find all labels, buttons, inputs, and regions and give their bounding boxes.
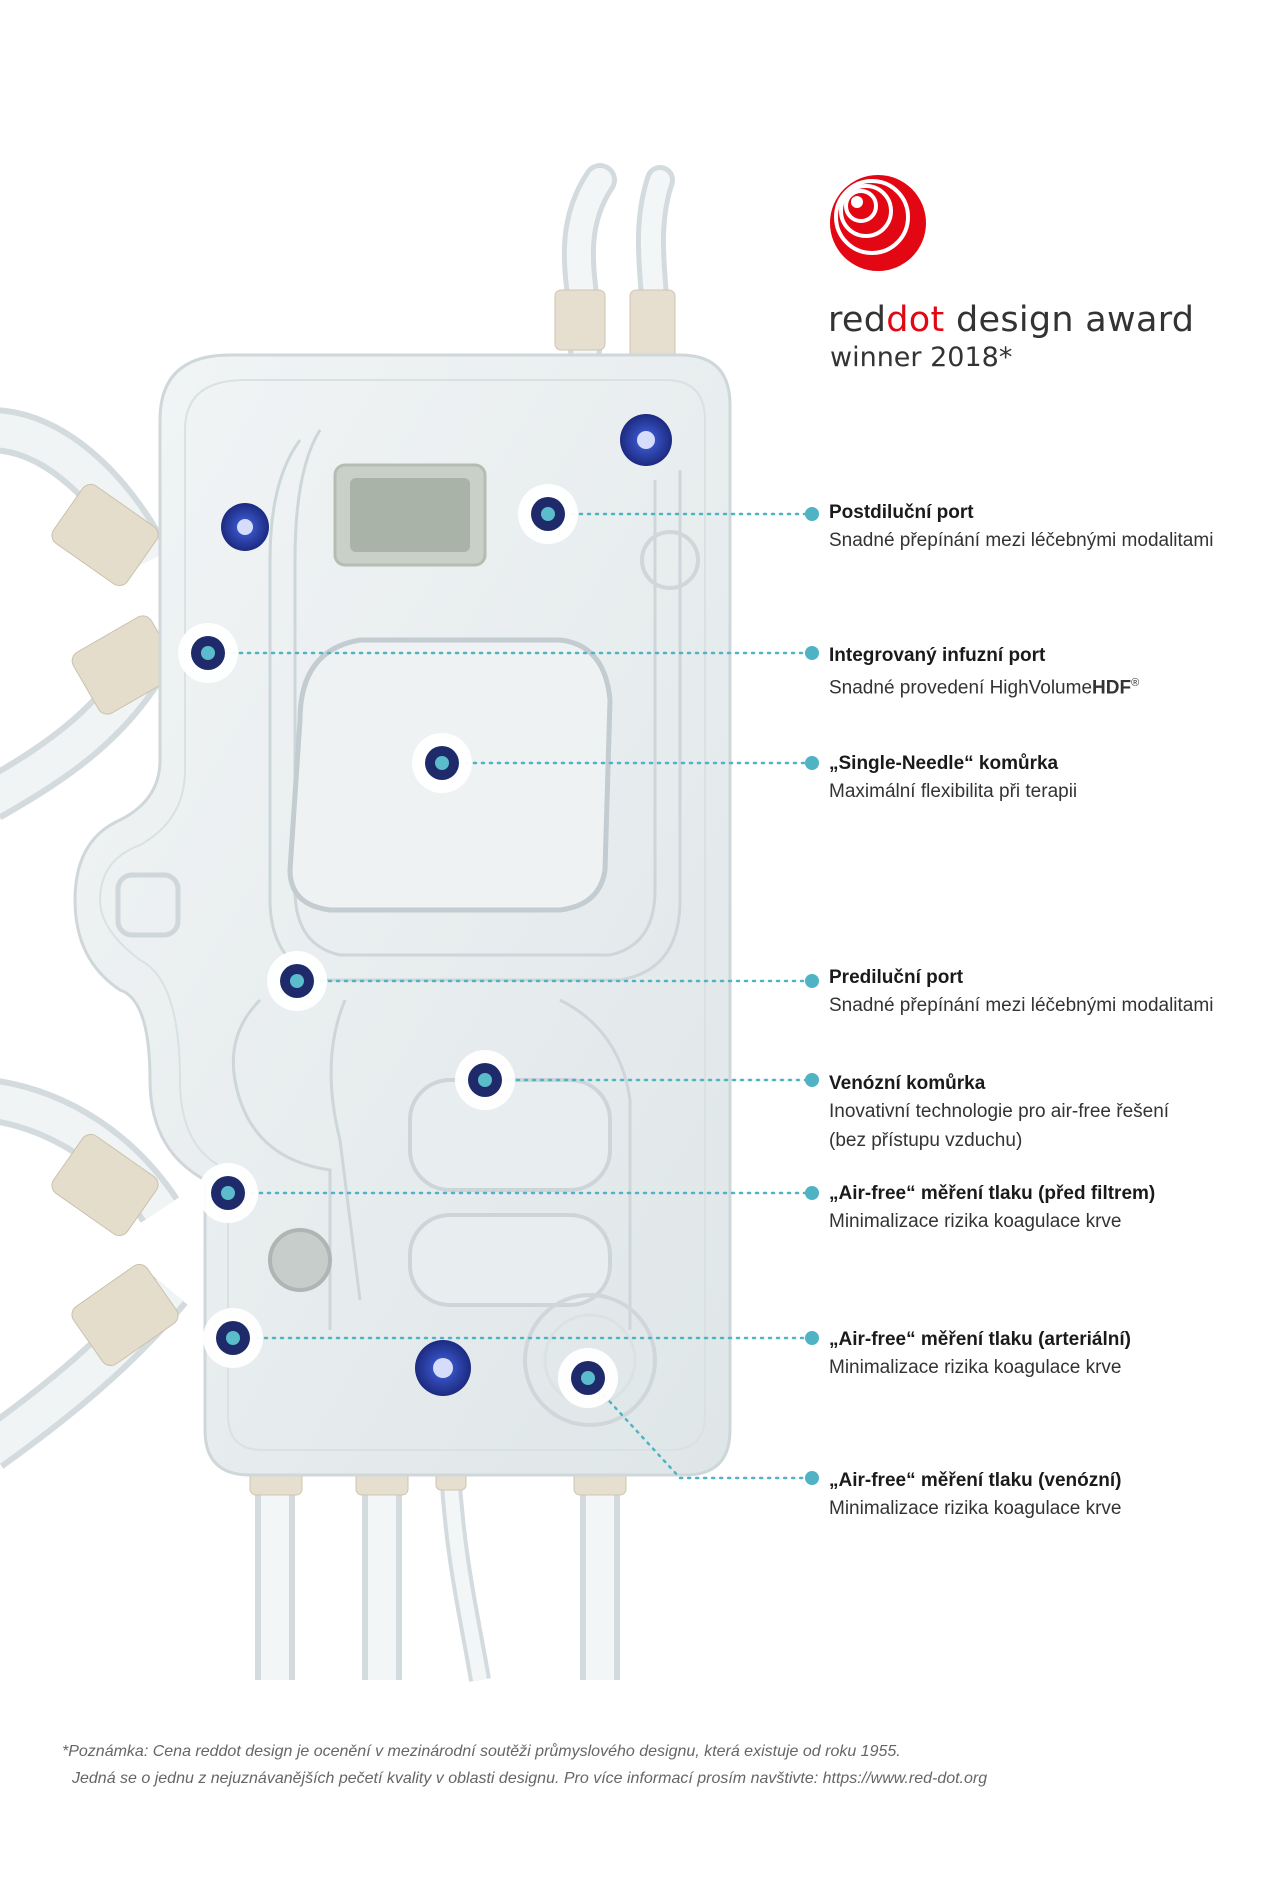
marker-venous-chamber [455, 1050, 515, 1110]
marker-venous-pressure [558, 1348, 618, 1408]
left-upper-tubes [0, 407, 181, 820]
callout-venous-chamber: Venózní komůrka Inovativní technologie p… [829, 1071, 1269, 1155]
leader-end-dot-predilution [805, 974, 819, 988]
footnote: *Poznámka: Cena reddot design je ocenění… [62, 1738, 1242, 1792]
pressure-dome-venous [523, 1293, 657, 1427]
marker-infusion [178, 623, 238, 683]
callout-desc: Maximální flexibilita při terapii [829, 781, 1078, 802]
leader-end-dot-arterial [805, 1331, 819, 1345]
callout-desc: (bez přístupu vzduchu) [829, 1130, 1023, 1151]
callout-title: „Air-free“ měření tlaku (arteriální) [829, 1329, 1131, 1350]
callout-postdilution-port: Postdiluční port Snadné přepínání mezi l… [829, 500, 1269, 555]
footnote-line-2: Jedná se o jednu z nejuznávanějších peče… [72, 1770, 988, 1787]
marker-single-needle [412, 733, 472, 793]
leader-line-venous-pressure [586, 1376, 814, 1480]
callout-desc: Snadné provedení HighVolumeHDF® [829, 677, 1140, 699]
leader-end-dot-venous-pressure [805, 1471, 819, 1485]
callout-title: „Single-Needle“ komůrka [829, 753, 1059, 774]
callout-prefilter-pressure: „Air-free“ měření tlaku (před filtrem) M… [829, 1181, 1269, 1236]
callout-title: „Air-free“ měření tlaku (před filtrem) [829, 1183, 1156, 1204]
award-subtitle: winner 2018* [830, 342, 1013, 373]
callout-desc: Inovativní technologie pro air-free řeše… [829, 1101, 1170, 1122]
reddot-logo [830, 175, 926, 271]
callout-predilution-port: Prediluční port Snadné přepínání mezi lé… [829, 965, 1269, 1020]
callout-desc: Minimalizace rizika koagulace krve [829, 1498, 1122, 1519]
leader-end-dot-postdilution [805, 507, 819, 521]
leader-end-dot-prefilter [805, 1186, 819, 1200]
callout-arterial-pressure: „Air-free“ měření tlaku (arteriální) Min… [829, 1327, 1269, 1382]
callout-title: Venózní komůrka [829, 1073, 986, 1094]
callout-title: Prediluční port [829, 967, 964, 988]
callout-title: „Air-free“ měření tlaku (venózní) [829, 1470, 1122, 1491]
footnote-line-1: *Poznámka: Cena reddot design je ocenění… [62, 1743, 901, 1760]
pressure-dome-arterial [268, 1228, 332, 1292]
callout-title: Integrovaný infuzní port [829, 645, 1046, 666]
marker-postdilution [518, 484, 578, 544]
award-title: reddot design award [828, 300, 1195, 340]
blue-connectors [221, 414, 672, 1396]
leader-end-dot-venous-chamber [805, 1073, 819, 1087]
callout-desc: Snadné přepínání mezi léčebnými modalita… [829, 995, 1214, 1016]
marker-predilution [267, 951, 327, 1011]
callout-single-needle-chamber: „Single-Needle“ komůrka Maximální flexib… [829, 751, 1269, 806]
leader-end-dot-single-needle [805, 756, 819, 770]
callout-venous-pressure: „Air-free“ měření tlaku (venózní) Minima… [829, 1468, 1269, 1523]
leader-end-dot-infusion [805, 646, 819, 660]
callout-desc: Snadné přepínání mezi léčebnými modalita… [829, 530, 1214, 551]
fluid-channels [231, 429, 682, 1330]
callout-desc: Minimalizace rizika koagulace krve [829, 1357, 1122, 1378]
marker-arterial [203, 1308, 263, 1368]
marker-prefilter [198, 1163, 258, 1223]
callout-desc: Minimalizace rizika koagulace krve [829, 1211, 1122, 1232]
callout-infusion-port: Integrovaný infuzní port Snadné proveden… [829, 643, 1269, 702]
bottom-tubes [255, 1469, 620, 1682]
callout-title: Postdiluční port [829, 502, 974, 523]
